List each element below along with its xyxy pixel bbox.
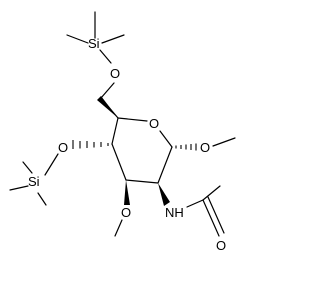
bond-si-left-methyl-up (22, 161, 33, 174)
hash-c4-o4 (72, 140, 109, 149)
bond-o4-si (44, 153, 59, 176)
wedge-c3-o3 (124, 180, 130, 205)
atom-o-c4: O (58, 140, 68, 155)
bond-si-o-top (99, 49, 112, 64)
wedge-c2-n (158, 183, 170, 206)
molecule-drawing: Si O O O O Si O NH O (9, 11, 236, 253)
bond-o-ch2 (100, 82, 115, 99)
atom-o-carbonyl: O (216, 238, 226, 253)
bond-carbonyl-double-a (202, 199, 220, 237)
bond-c3-c4 (111, 143, 127, 181)
bond-carbonyl-methyl (202, 185, 221, 201)
bond-n-carbonyl (186, 199, 204, 208)
atom-nh: NH (165, 205, 184, 220)
bond-o1-methyl (212, 137, 236, 147)
wedge-c5-c6 (97, 96, 118, 118)
bond-c4-c5 (111, 117, 119, 145)
bond-si-methyl-right (101, 34, 125, 44)
bond-oring-c1 (159, 130, 173, 148)
atom-si-top: Si (88, 36, 100, 51)
bond-carbonyl-double-b (207, 196, 225, 234)
atom-o-c3: O (121, 205, 131, 220)
atom-o-ring: O (149, 116, 159, 131)
bond-si-left-methyl-down (37, 192, 47, 206)
bond-c5-oring (117, 117, 148, 122)
bond-c1-c2 (157, 146, 173, 184)
structure-diagram: Si O O O O Si O NH O (9, 11, 236, 253)
bond-si-methyl-left (66, 34, 89, 44)
hash-c1-o1 (175, 143, 197, 151)
atom-o-anomeric: O (200, 140, 210, 155)
atom-si-left: Si (28, 174, 40, 189)
bond-o3-methyl (114, 219, 123, 237)
bond-c2-c3 (125, 179, 159, 184)
atom-o-top: O (110, 66, 120, 81)
bond-si-left-methyl-left (9, 185, 29, 191)
